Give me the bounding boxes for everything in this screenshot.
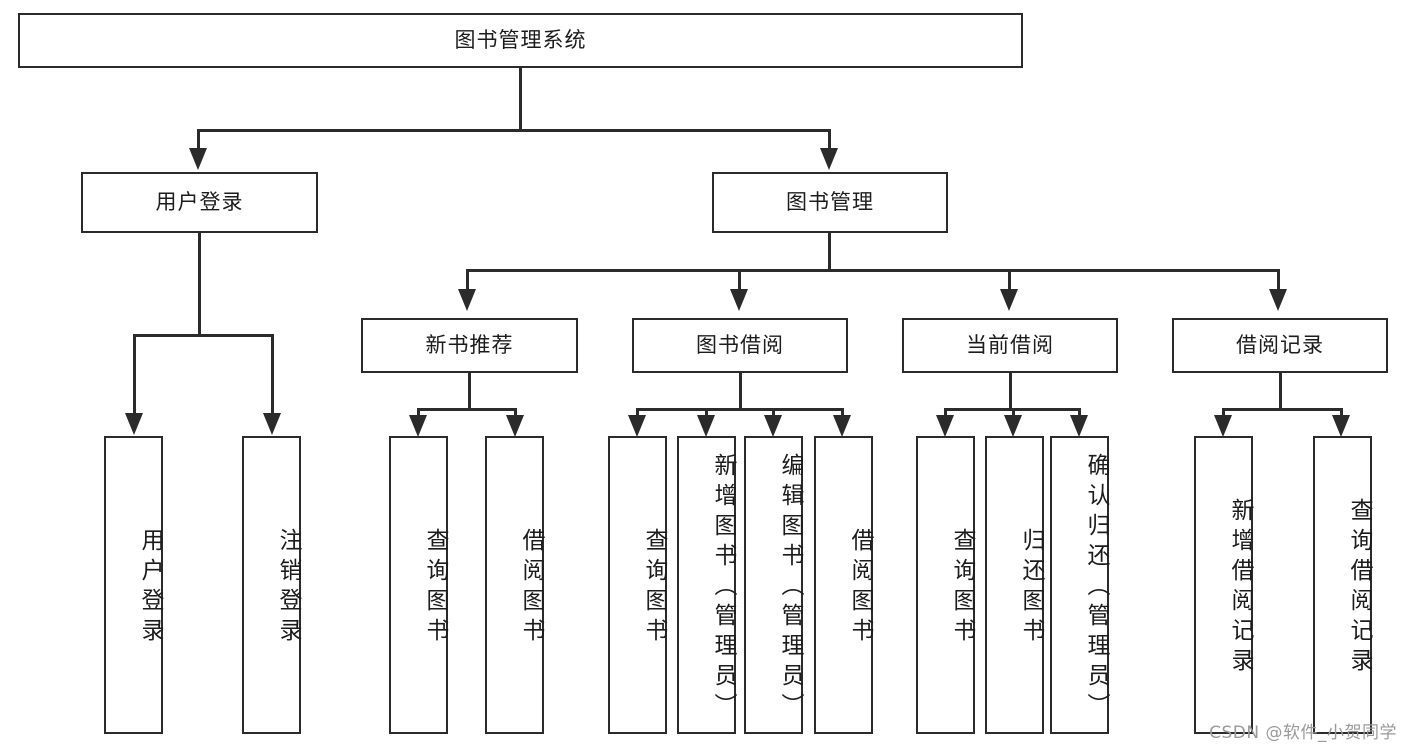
node-label: 当前借阅 [966, 333, 1054, 357]
node-label: 归还图书 [1018, 528, 1044, 648]
arrow-user-login-to-leaf-2 [263, 413, 281, 435]
node-book-borrow[interactable]: 图书借阅 [632, 318, 848, 373]
leaf-book-borrow-edit[interactable]: 编辑图书（管理员） [744, 436, 803, 734]
connector-bb-to-leaf-4 [841, 408, 844, 418]
connector-cb-to-leaf-1 [944, 408, 947, 418]
leaf-book-borrow-add[interactable]: 新增图书（管理员） [677, 436, 736, 734]
leaf-user-login-logout[interactable]: 注销登录 [242, 436, 301, 734]
node-borrow-record[interactable]: 借阅记录 [1172, 318, 1388, 373]
connector-new-book-to-leaf-2 [514, 408, 517, 418]
connector-bb-to-leaf-1 [636, 408, 639, 418]
connector-book-borrow-bus [636, 408, 844, 411]
leaf-current-borrow-query[interactable]: 查询图书 [916, 436, 975, 734]
connector-bm-to-book-borrow [738, 269, 741, 291]
node-label: 借阅记录 [1236, 333, 1324, 357]
node-book-management[interactable]: 图书管理 [712, 172, 948, 233]
node-label: 查询图书 [422, 528, 448, 648]
leaf-book-borrow-borrow[interactable]: 借阅图书 [814, 436, 873, 734]
arrow-bb-to-leaf-3 [764, 415, 782, 437]
node-new-book-recommend[interactable]: 新书推荐 [361, 318, 578, 373]
connector-new-book-bus [417, 408, 517, 411]
node-label: 新书推荐 [425, 333, 514, 357]
leaf-new-book-query[interactable]: 查询图书 [389, 436, 448, 734]
node-label: 编辑图书（管理员） [777, 453, 803, 723]
leaf-current-borrow-return[interactable]: 归还图书 [985, 436, 1044, 734]
connector-user-login-stem [198, 233, 201, 336]
arrow-cb-to-leaf-1 [936, 415, 954, 437]
node-current-borrow[interactable]: 当前借阅 [902, 318, 1118, 373]
connector-book-borrow-stem [739, 373, 742, 410]
connector-br-to-leaf-1 [1222, 408, 1225, 418]
connector-borrow-record-bus [1222, 408, 1342, 411]
arrow-bm-to-book-borrow [730, 289, 748, 311]
leaf-book-borrow-query[interactable]: 查询图书 [608, 436, 667, 734]
connector-root-bus [197, 129, 831, 132]
connector-bb-to-leaf-2 [705, 408, 708, 418]
connector-user-login-bus [133, 334, 274, 337]
connector-user-login-to-leaf-1 [133, 334, 136, 415]
node-root-book-management-system[interactable]: 图书管理系统 [18, 13, 1023, 68]
connector-bb-to-leaf-3 [772, 408, 775, 418]
connector-root-to-user-login [197, 129, 200, 151]
connector-cb-to-leaf-2 [1012, 408, 1015, 418]
arrow-bm-to-new-book [458, 289, 476, 311]
arrow-bb-to-leaf-1 [628, 415, 646, 437]
arrow-br-to-leaf-2 [1332, 415, 1350, 437]
arrow-root-to-book-management [820, 148, 838, 170]
arrow-bb-to-leaf-2 [697, 415, 715, 437]
node-label: 借阅图书 [847, 528, 873, 648]
connector-borrow-record-stem [1279, 373, 1282, 410]
arrow-root-to-user-login [189, 148, 207, 170]
connector-cb-to-leaf-3 [1078, 408, 1081, 418]
connector-new-book-stem [468, 373, 471, 410]
node-label: 借阅图书 [518, 528, 544, 648]
node-label: 注销登录 [275, 528, 301, 648]
leaf-borrow-record-add[interactable]: 新增借阅记录 [1194, 436, 1253, 734]
connector-user-login-to-leaf-2 [271, 334, 274, 415]
connector-root-stem [519, 68, 522, 130]
node-label: 确认归还（管理员） [1083, 453, 1109, 723]
csdn-watermark: CSDN @软件_小贺同学 [1209, 723, 1397, 743]
leaf-borrow-record-query[interactable]: 查询借阅记录 [1313, 436, 1372, 734]
node-user-login[interactable]: 用户登录 [81, 172, 318, 233]
connector-bm-to-new-book [466, 269, 469, 291]
node-label: 新增借阅记录 [1227, 498, 1253, 678]
node-label: 查询图书 [949, 528, 975, 648]
node-label: 用户登录 [155, 190, 244, 214]
arrow-user-login-to-leaf-1 [125, 413, 143, 435]
node-label: 查询借阅记录 [1346, 498, 1372, 678]
arrow-br-to-leaf-1 [1214, 415, 1232, 437]
node-label: 查询图书 [641, 528, 667, 648]
arrow-cb-to-leaf-3 [1070, 415, 1088, 437]
arrow-bb-to-leaf-4 [833, 415, 851, 437]
node-label: 图书管理 [786, 190, 874, 214]
connector-new-book-to-leaf-1 [417, 408, 420, 418]
leaf-new-book-borrow[interactable]: 借阅图书 [485, 436, 544, 734]
node-label: 新增图书（管理员） [710, 453, 736, 723]
arrow-cb-to-leaf-2 [1004, 415, 1022, 437]
leaf-current-borrow-confirm-return[interactable]: 确认归还（管理员） [1050, 436, 1109, 734]
connector-current-borrow-stem [1009, 373, 1012, 410]
arrow-bm-to-current-borrow [1000, 289, 1018, 311]
connector-bm-to-current-borrow [1008, 269, 1011, 291]
leaf-user-login-login[interactable]: 用户登录 [104, 436, 163, 734]
arrow-new-book-to-leaf-2 [506, 415, 524, 437]
connector-book-management-stem [828, 233, 831, 271]
node-label: 图书管理系统 [454, 28, 587, 52]
arrow-new-book-to-leaf-1 [409, 415, 427, 437]
node-label: 用户登录 [137, 528, 163, 648]
connector-root-to-book-management [828, 129, 831, 151]
arrow-bm-to-borrow-record [1269, 289, 1287, 311]
connector-book-management-bus [466, 269, 1280, 272]
node-label: 图书借阅 [696, 333, 784, 357]
connector-br-to-leaf-2 [1340, 408, 1343, 418]
connector-bm-to-borrow-record [1277, 269, 1280, 291]
